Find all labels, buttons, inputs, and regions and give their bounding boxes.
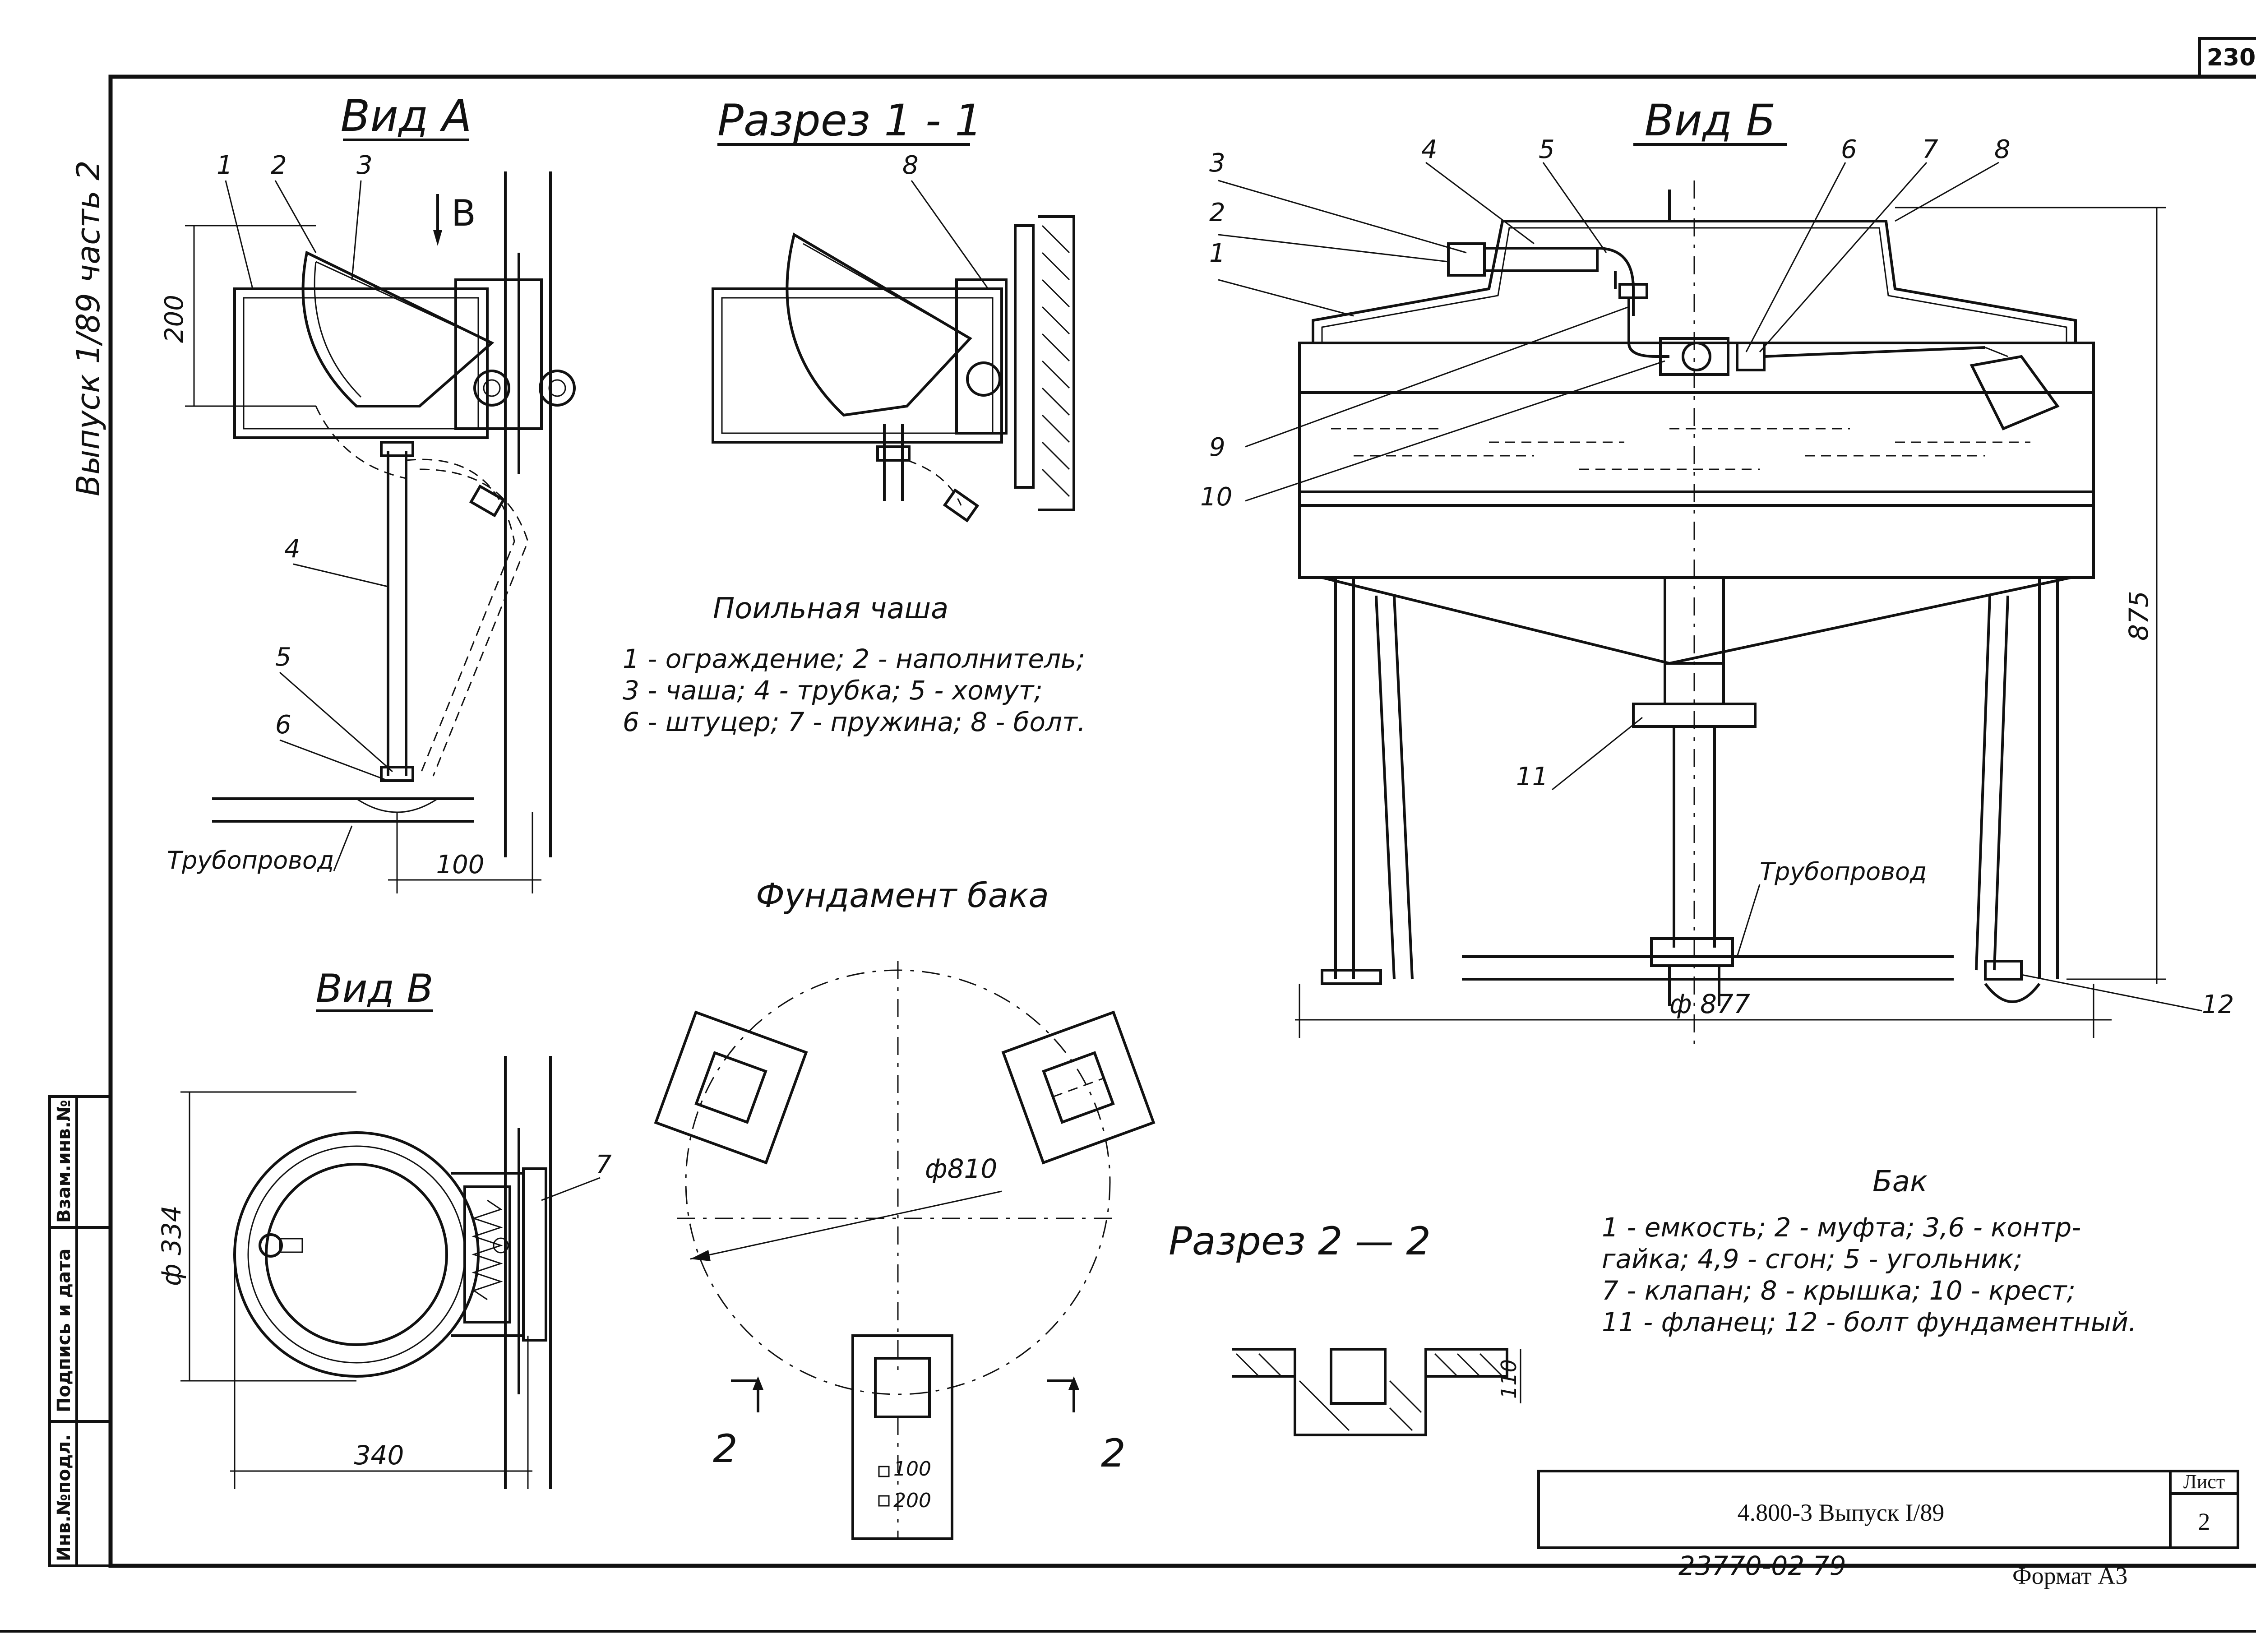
tank-callout-4: 4 (1421, 135, 1438, 164)
tank-legend-line-4: 11 - фланец; 12 - болт фундаментный. (1602, 1307, 2137, 1337)
side-caption: Выпуск 1/89 часть 2 (70, 160, 107, 496)
drawing-frame (0, 37, 2256, 1633)
section-2-2-title: Разрез 2 — 2 (1169, 1219, 1431, 1264)
view-v-callout-7: 7 (596, 1150, 612, 1180)
tank-dim-diameter: ф 877 (1669, 989, 1750, 1019)
bowl-legend-line-3: 6 - штуцер; 7 - пружина; 8 - болт. (623, 707, 1086, 737)
tank-callout-7: 7 (1922, 135, 1938, 164)
tank-legend-line-3: 7 - клапан; 8 - крышка; 10 - крест; (1602, 1275, 2076, 1306)
section-1-1-drawing (712, 143, 1075, 523)
bowl-legend-line-2: 3 - чаша; 4 - трубка; 5 - хомут; (623, 675, 1043, 706)
tank-callout-6: 6 (1841, 135, 1857, 164)
section-1-1-title: Разрез 1 - 1 (717, 95, 982, 146)
stamp-cell-inv: Инв.№подл. (54, 1434, 74, 1561)
tank-callout-12: 12 (2202, 990, 2234, 1019)
foundation-section-mark-right: 2 (1101, 1431, 1126, 1476)
format-label: Формат А3 (2012, 1562, 2127, 1589)
view-a-callout-1: 1 (217, 151, 233, 180)
sheet-number: 230 (2207, 44, 2256, 71)
view-v-dim-diameter: ф 334 (156, 1205, 187, 1286)
foundation-title: Фундамент бака (756, 876, 1049, 915)
tank-view-drawing (1218, 143, 2202, 1051)
tank-callout-9: 9 (1209, 433, 1225, 462)
foundation-section-mark-left: 2 (713, 1426, 738, 1472)
view-v-title: Вид В (316, 966, 434, 1011)
stamp-cell-signature: Подпись и дата (54, 1249, 74, 1412)
foundation-dim-large: 200 (893, 1489, 931, 1512)
stamp-cell-replace: Взам.инв.№ (54, 1100, 74, 1223)
title-block-sheet-value: 2 (2198, 1508, 2210, 1535)
tank-pipe-label: Трубопровод (1760, 857, 1927, 886)
section-1-1-callout-8: 8 (902, 151, 919, 180)
view-a-callout-4: 4 (284, 534, 300, 564)
view-a-callout-2: 2 (271, 151, 287, 180)
view-v-drawing (180, 1009, 601, 1489)
title-block-sheet-label: Лист (2183, 1471, 2225, 1493)
tank-dim-height: 875 (2123, 591, 2154, 641)
title-block-doc-code: 4.800-3 Выпуск I/89 (1738, 1499, 1945, 1526)
tank-callout-11: 11 (1516, 762, 1548, 791)
view-v-dim-width: 340 (354, 1440, 404, 1471)
view-a-dim-height: 200 (160, 295, 189, 343)
tank-view-title: Вид Б (1645, 95, 1776, 146)
tank-callout-10: 10 (1200, 482, 1232, 512)
tank-callout-5: 5 (1539, 135, 1555, 164)
tank-legend-line-2: гайка; 4,9 - сгон; 5 - угольник; (1602, 1244, 2022, 1274)
foundation-drawing (654, 961, 1156, 1540)
view-a-dim-offset: 100 (436, 850, 485, 879)
left-stamp (48, 1095, 112, 1567)
view-a-title: Вид А (341, 91, 472, 141)
tank-callout-8: 8 (1994, 135, 2011, 164)
view-a-arrow-label: В (451, 192, 476, 234)
view-a-pipe-label: Трубопровод (167, 846, 334, 875)
tank-callout-1: 1 (1209, 239, 1225, 268)
foundation-dim-small: 100 (893, 1458, 931, 1481)
view-a-callout-6: 6 (275, 710, 291, 740)
foundation-dim-diameter: ф810 (925, 1153, 997, 1184)
view-a-callout-3: 3 (356, 151, 373, 180)
title-block (1537, 1470, 2239, 1549)
bowl-legend-title: Поильная чаша (713, 592, 948, 625)
tank-legend-title: Бак (1872, 1165, 1928, 1199)
section-2-2-drawing (1232, 1348, 1521, 1436)
tank-legend-line-1: 1 - емкость; 2 - муфта; 3,6 - контр- (1602, 1212, 2081, 1243)
bowl-legend-line-1: 1 - ограждение; 2 - наполнитель; (623, 643, 1085, 674)
view-a-callout-5: 5 (275, 643, 291, 672)
section-2-2-dim-height: 110 (1497, 1359, 1521, 1399)
view-a-drawing (185, 139, 576, 893)
tank-callout-2: 2 (1209, 198, 1225, 227)
tank-callout-3: 3 (1209, 148, 1225, 178)
archive-number: 23770-02 79 (1678, 1550, 1846, 1581)
